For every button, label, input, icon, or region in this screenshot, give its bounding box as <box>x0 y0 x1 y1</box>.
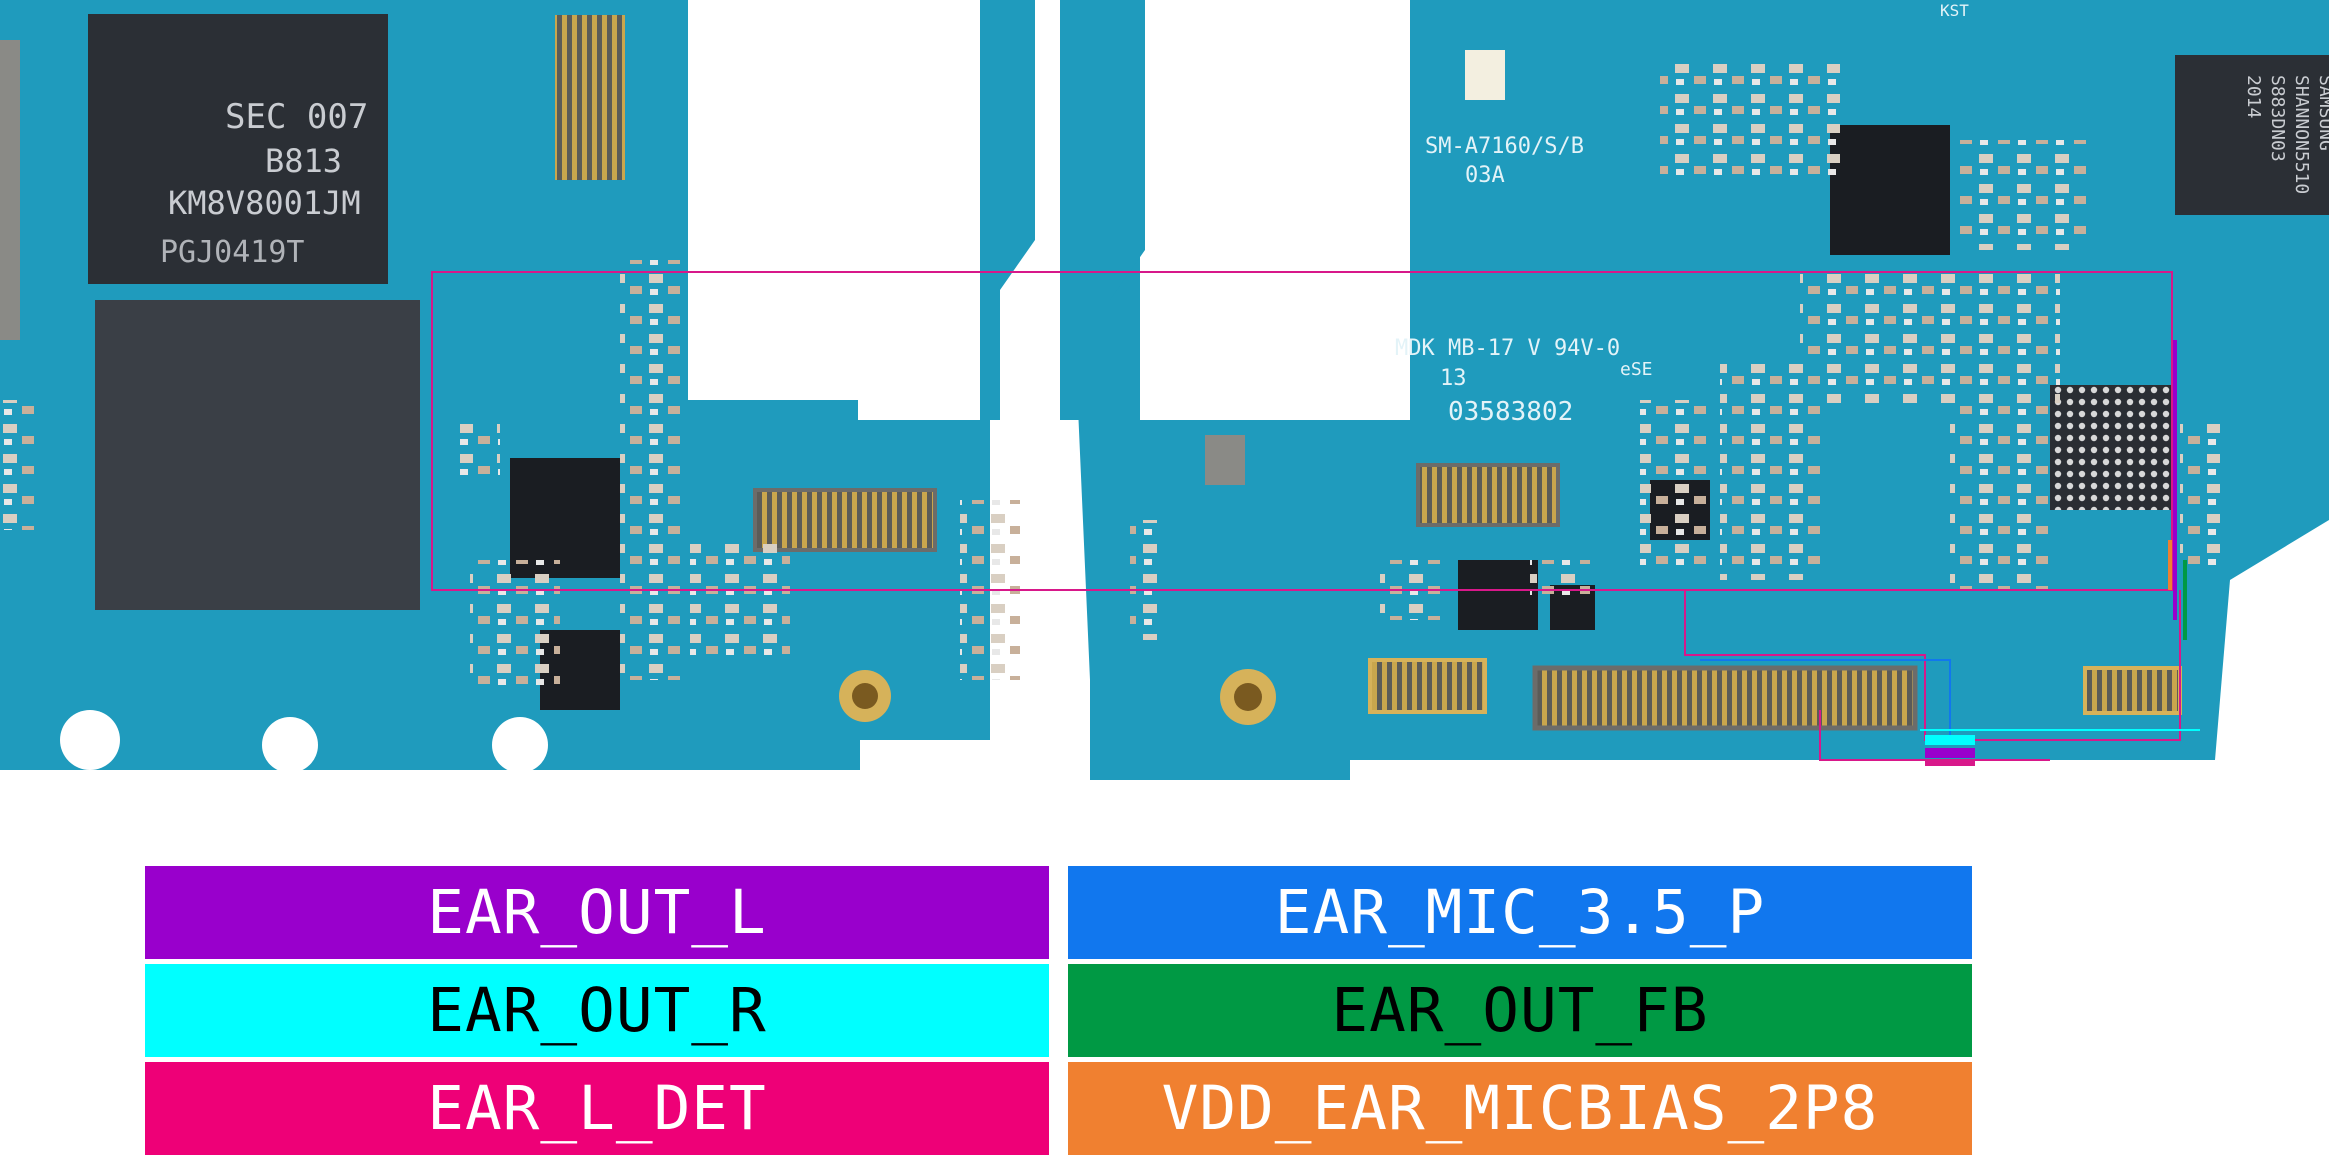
right-gold-connector-a <box>1368 658 1487 714</box>
legend-row-1: EAR_OUT_L EAR_MIC_3.5_P <box>0 866 2329 959</box>
bga-audio-codec <box>2050 385 2175 510</box>
right-gold-connector-b <box>2083 666 2182 715</box>
legend-vdd-ear-micbias-2p8: VDD_EAR_MICBIAS_2P8 <box>1068 1062 1972 1155</box>
memory-chip-line-3: KM8V8001JM <box>168 184 361 222</box>
soc-shield <box>95 300 420 610</box>
legend-ear-out-l: EAR_OUT_L <box>145 866 1049 959</box>
modem-chip <box>2175 55 2329 215</box>
pcb-kst-label: KST <box>1940 1 1969 20</box>
legend-ear-mic-3-5-p: EAR_MIC_3.5_P <box>1068 866 1972 959</box>
pmic-chip <box>1830 125 1950 255</box>
modem-chip-line-2: SHANNON5510 <box>2291 75 2312 194</box>
memory-chip-line-2: B813 <box>265 142 342 180</box>
pcb-left-cutout <box>688 0 988 420</box>
pcb-board-photo: SEC 007 B813 KM8V8001JM PGJ0419T SM-A716… <box>0 0 2329 780</box>
left-vertical-connector <box>555 15 625 180</box>
modem-chip-line-4: 2014 <box>2243 75 2264 118</box>
modem-chip-line-1: SAMSUNG <box>2315 75 2329 151</box>
right-main-connector <box>1532 665 1918 731</box>
pcb-ese-label: eSE <box>1620 359 1653 380</box>
pcb-right-cutout <box>1140 0 1410 420</box>
legend-ear-l-det: EAR_L_DET <box>145 1062 1049 1155</box>
memory-chip <box>88 14 388 284</box>
legend-row-3: EAR_L_DET VDD_EAR_MICBIAS_2P8 <box>0 1062 2329 1155</box>
pcb-ul-label: 13 <box>1440 366 1467 391</box>
pcb-model-label: SM-A7160/S/B <box>1425 134 1584 159</box>
pcb-serial-label: 03583802 <box>1448 397 1573 427</box>
pcb-maker-label: MDK MB-17 V 94V-0 <box>1395 336 1620 361</box>
left-black-ic <box>510 458 620 578</box>
legend-ear-out-r: EAR_OUT_R <box>145 964 1049 1057</box>
legend-ear-out-fb: EAR_OUT_FB <box>1068 964 1972 1057</box>
right-small-connector <box>1416 463 1560 527</box>
trace-overlay <box>431 271 2200 766</box>
modem-chip-line-3: S883DN03 <box>2267 75 2288 162</box>
pcb-revision-label: 03A <box>1465 163 1505 188</box>
memory-chip-line-1: SEC 007 <box>225 97 368 137</box>
legend-row-2: EAR_OUT_R EAR_OUT_FB <box>0 964 2329 1057</box>
memory-chip-line-4: PGJ0419T <box>160 235 305 270</box>
